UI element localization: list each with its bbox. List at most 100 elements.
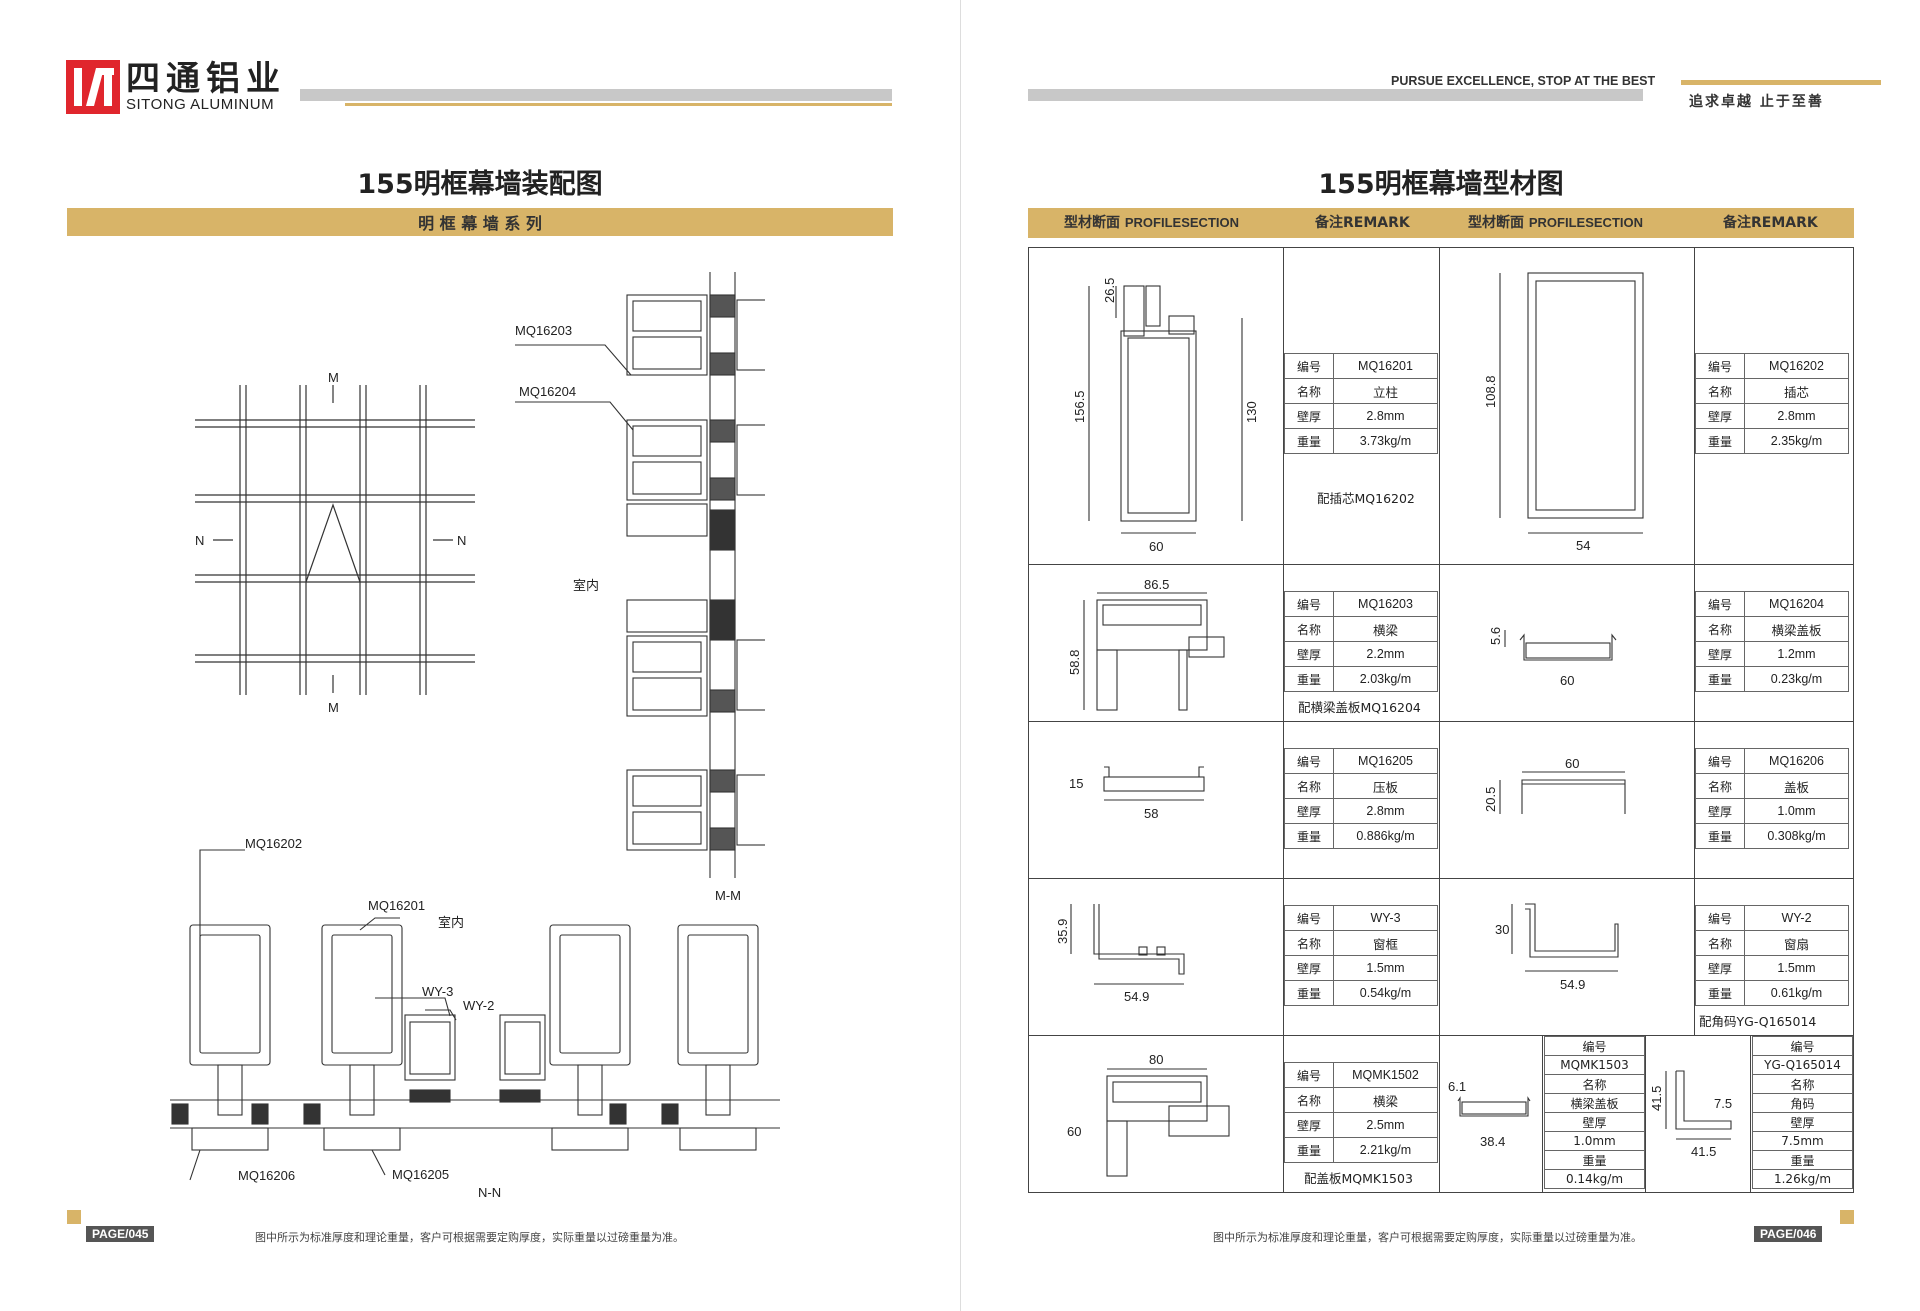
dim-2: 54.9 [1560, 977, 1585, 992]
dim-1: 86.5 [1144, 577, 1169, 592]
header-stripe-gold [1681, 80, 1881, 85]
label-wy2: WY-2 [463, 998, 494, 1013]
slogan-cn: 追求卓越 止于至善 [1689, 94, 1824, 110]
profile-cell-mq16202: 108.8 54 [1439, 247, 1695, 565]
footnote: 图中所示为标准厚度和理论重量，客户可根据需要定购厚度，实际重量以过磅重量为准。 [255, 1231, 684, 1244]
brand-name-en: SITONG ALUMINUM [126, 96, 275, 113]
drawing-wy3: 35.9 54.9 [1055, 904, 1185, 1004]
brand-logo: 四通铝业 SITONG ALUMINUM [66, 60, 286, 114]
elevation-drawing: M M N N [195, 370, 475, 715]
section-mark-m-bottom: M [328, 700, 339, 715]
drawing-mq16205: 15 58 [1069, 766, 1205, 821]
dim-1: 108.8 [1483, 375, 1498, 408]
label-indoor-2: 室内 [438, 915, 464, 930]
dim-2: 7.5 [1714, 1096, 1732, 1111]
remark-cell-ygq165014: 编号 YG-Q165014 名称 角码 壁厚 7.5mm 重量 1.26kg/m [1750, 1035, 1854, 1193]
dim-2: 20.5 [1483, 787, 1498, 812]
sitong-logo-icon [66, 60, 120, 114]
dim-2: 156.5 [1072, 390, 1087, 423]
label-mq16205: MQ16205 [392, 1167, 449, 1182]
header-remark-1: 备注REMARK [1315, 215, 1410, 231]
drawing-ygq165014: 41.5 7.5 41.5 [1649, 1070, 1732, 1159]
dim-2: 54.9 [1124, 989, 1149, 1004]
remark-cell-mqmk1503: 编号 MQMK1503 名称 横梁盖板 壁厚 1.0mm 重量 0.14kg/m [1542, 1035, 1646, 1193]
page-number: PAGE/046 [1754, 1226, 1823, 1242]
dim-4: 60 [1149, 539, 1163, 554]
note-mq16201: 配插芯MQ16202 [1317, 491, 1415, 506]
dim-2: 54 [1576, 538, 1590, 553]
brand-name-cn: 四通铝业 [126, 59, 286, 99]
dim-3: 130 [1244, 401, 1259, 423]
profile-cell-wy2: 30 54.9 [1439, 878, 1695, 1036]
note-mq16203: 配横梁盖板MQ16204 [1298, 700, 1421, 715]
mm-section-drawing: MQ16203 MQ16204 室内 M-M [515, 272, 765, 903]
drawing-mqmk1502: 80 60 [1067, 1052, 1230, 1177]
dim-1: 60 [1565, 756, 1579, 771]
section-mark-n-right: N [457, 533, 466, 548]
nn-section-drawing: MQ16202 MQ16201 室内 WY-3 WY-2 MQ16206 MQ1… [170, 836, 780, 1200]
spec-ygq165014: 编号 YG-Q165014 名称 角码 壁厚 7.5mm 重量 1.26kg/m [1752, 1036, 1853, 1189]
dim-2: 58 [1144, 806, 1158, 821]
header-profile-1: 型材断面 PROFILESECTION [1064, 215, 1239, 231]
dim-1: 5.6 [1488, 627, 1503, 645]
footnote: 图中所示为标准厚度和理论重量，客户可根据需要定购厚度，实际重量以过磅重量为准。 [1213, 1231, 1642, 1244]
table-header: 型材断面 PROFILESECTION 备注REMARK 型材断面 PROFIL… [1028, 208, 1854, 238]
note-wy2: 配角码YG-Q165014 [1699, 1014, 1817, 1029]
profile-cell-mq16205: 15 58 [1028, 721, 1284, 879]
profile-cell-mq16206: 60 20.5 [1439, 721, 1695, 879]
footer-square [1840, 1210, 1854, 1224]
dim-1: 15 [1069, 776, 1083, 791]
label-mq16203: MQ16203 [515, 323, 572, 338]
dim-1: 80 [1149, 1052, 1163, 1067]
drawing-mq16204: 5.6 60 [1488, 627, 1617, 688]
drawing-mq16206: 60 20.5 [1483, 756, 1626, 814]
label-wy3: WY-3 [422, 984, 453, 999]
label-mq16202: MQ16202 [245, 836, 302, 851]
dim-1: 35.9 [1055, 919, 1070, 944]
page-number: PAGE/045 [86, 1226, 155, 1242]
profile-cell-mq16204: 5.6 60 [1439, 564, 1695, 722]
header-remark-2: 备注REMARK [1723, 215, 1818, 231]
header-profile-2: 型材断面 PROFILESECTION [1468, 215, 1643, 231]
header-stripe-gold [345, 103, 892, 106]
drawing-wy2: 30 54.9 [1495, 903, 1619, 992]
dim-2: 38.4 [1480, 1134, 1505, 1149]
profile-cell-mq16203: 86.5 58.8 [1028, 564, 1284, 722]
right-page: PURSUE EXCELLENCE, STOP AT THE BEST 追求卓越… [960, 0, 1920, 1311]
dim-2: 60 [1560, 673, 1574, 688]
profile-cell-mq16201: 26.5 156.5 130 60 [1028, 247, 1284, 565]
note-mqmk1502: 配盖板MQMK1503 [1304, 1171, 1413, 1186]
dim-1: 26.5 [1102, 278, 1117, 303]
profile-cell-mqmk1502: 80 60 [1028, 1035, 1284, 1193]
footer-square [67, 1210, 81, 1224]
label-indoor-1: 室内 [573, 578, 599, 593]
header-stripe-gray [300, 89, 892, 101]
dim-1: 30 [1495, 922, 1509, 937]
label-mq16204: MQ16204 [519, 384, 576, 399]
drawing-mqmk1503: 6.1 38.4 [1448, 1079, 1531, 1149]
spec-mqmk1503: 编号 MQMK1503 名称 横梁盖板 壁厚 1.0mm 重量 0.14kg/m [1544, 1036, 1645, 1189]
label-mq16206: MQ16206 [238, 1168, 295, 1183]
profile-cell-ygq165014: 41.5 7.5 41.5 [1645, 1035, 1751, 1193]
dim-1: 6.1 [1448, 1079, 1466, 1094]
page-title: 155明框幕墙装配图 [357, 169, 603, 200]
dim-3: 41.5 [1691, 1144, 1716, 1159]
left-page: 四通铝业 SITONG ALUMINUM 155明框幕墙装配图 明 框 幕 墙 … [66, 60, 893, 1244]
label-mm: M-M [715, 888, 741, 903]
